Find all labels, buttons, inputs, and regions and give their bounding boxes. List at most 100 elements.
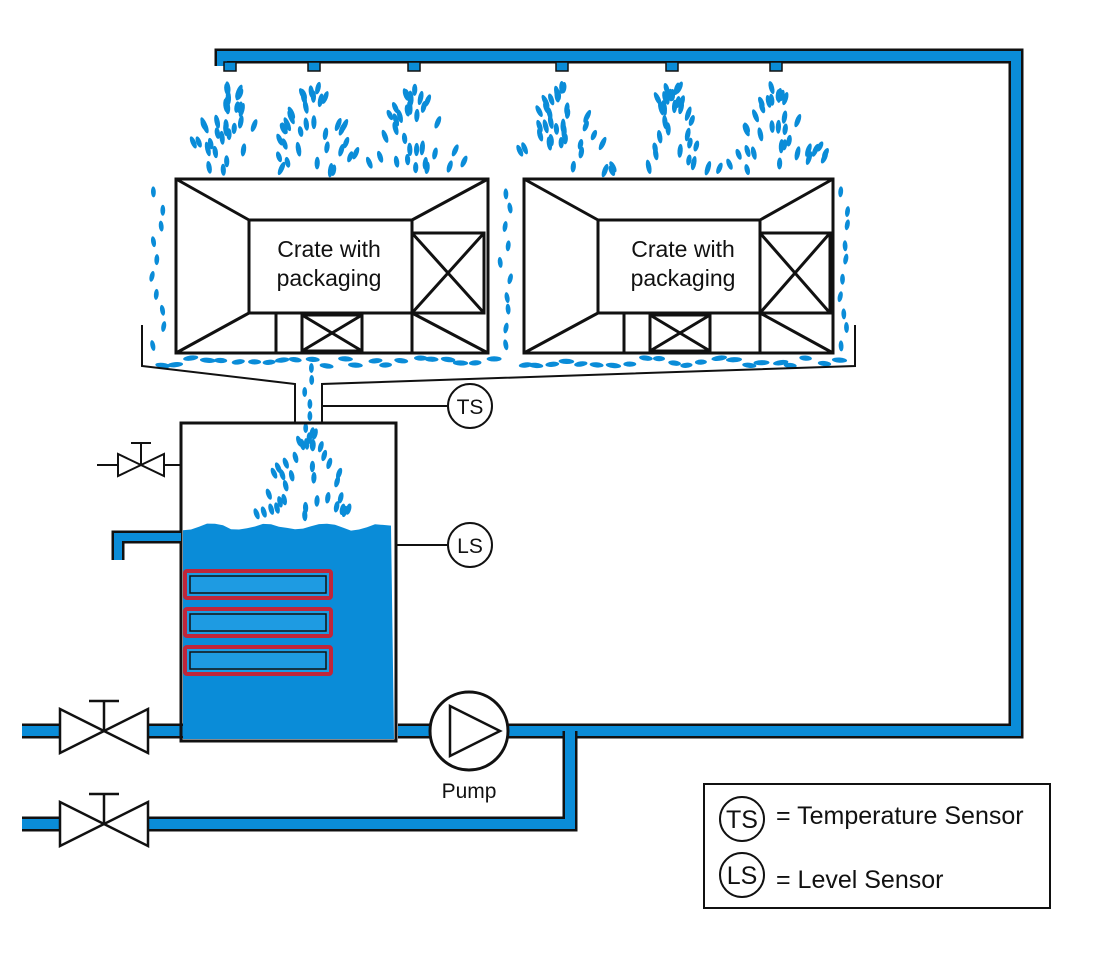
- water-droplet: [716, 162, 723, 174]
- water-droplet: [309, 460, 316, 473]
- temperature-sensor-label: TS: [457, 396, 484, 419]
- temperature-sensor: [322, 383, 493, 429]
- water-droplet: [794, 113, 802, 128]
- water-droplet: [432, 147, 438, 160]
- water-droplet: [653, 355, 665, 362]
- water-droplet: [543, 102, 550, 114]
- water-droplet: [149, 271, 155, 282]
- water-droplet: [404, 153, 411, 166]
- water-droplet: [276, 133, 284, 146]
- water-droplet: [183, 355, 199, 361]
- water-droplet: [440, 356, 456, 363]
- water-droplet: [805, 151, 813, 165]
- water-droplet: [160, 204, 166, 216]
- water-droplet: [158, 220, 164, 232]
- water-droplet: [843, 253, 849, 265]
- water-droplet: [407, 91, 414, 107]
- water-droplet: [845, 206, 850, 218]
- water-droplet: [283, 117, 292, 132]
- water-droplet: [424, 356, 439, 362]
- water-droplet: [368, 358, 383, 364]
- water-droplet: [693, 140, 700, 152]
- water-droplet: [337, 492, 344, 504]
- drain-valve-upper[interactable]: [58, 699, 150, 756]
- level-sensor: [396, 522, 493, 568]
- water-droplet: [601, 163, 609, 178]
- drain-valve-lower[interactable]: [58, 792, 150, 849]
- spray-nozzle-3: [407, 61, 421, 72]
- water-droplet: [300, 88, 307, 100]
- water-droplet: [262, 359, 276, 365]
- water-droplet: [319, 363, 334, 369]
- water-droplet: [583, 109, 592, 123]
- water-droplet: [223, 98, 229, 113]
- vent-valve[interactable]: [97, 442, 181, 478]
- water-droplet: [750, 146, 757, 160]
- water-droplet: [392, 113, 400, 127]
- water-droplet: [309, 375, 315, 385]
- water-droplet: [214, 357, 228, 364]
- water-droplet: [820, 151, 828, 164]
- water-droplet: [504, 292, 510, 304]
- heater-coil-3: [183, 645, 333, 676]
- water-droplet: [781, 110, 788, 124]
- water-droplet: [214, 114, 221, 129]
- water-droplet: [711, 355, 727, 361]
- water-droplet: [661, 101, 667, 116]
- water-droplet: [325, 492, 331, 504]
- water-droplet: [391, 102, 399, 114]
- water-droplet: [315, 81, 321, 95]
- water-droplet: [503, 339, 509, 351]
- water-droplet: [311, 472, 317, 484]
- water-droplet: [248, 359, 262, 365]
- water-droplet: [664, 91, 670, 105]
- water-droplet: [564, 102, 570, 116]
- water-droplet: [726, 357, 742, 363]
- water-droplet: [527, 362, 544, 369]
- legend-ts-text: = Temperature Sensor: [776, 802, 1024, 830]
- water-droplet: [321, 91, 329, 104]
- water-droplet: [686, 154, 692, 166]
- water-droplet: [656, 129, 663, 144]
- water-droplet: [775, 119, 782, 134]
- water-droplet: [236, 88, 244, 100]
- water-droplet: [281, 493, 287, 506]
- water-droplet: [694, 359, 707, 365]
- water-droplet: [653, 147, 659, 161]
- water-droplet: [582, 120, 589, 132]
- heater-coil-1: [183, 569, 333, 600]
- water-droplet: [744, 164, 751, 176]
- water-droplet: [684, 106, 692, 121]
- water-droplet: [704, 161, 712, 176]
- water-droplet: [309, 363, 314, 373]
- water-droplet: [553, 123, 560, 135]
- water-droplet: [536, 119, 543, 133]
- water-droplet: [324, 141, 330, 154]
- crate-2-label-line2: packaging: [631, 265, 736, 291]
- legend-box: [703, 783, 1051, 909]
- water-droplet: [776, 157, 783, 170]
- water-droplet: [150, 236, 157, 248]
- water-droplet: [292, 451, 299, 464]
- water-droplet: [279, 469, 286, 481]
- water-droplet: [662, 114, 668, 130]
- water-droplet: [608, 165, 616, 176]
- water-droplet: [417, 90, 424, 106]
- water-droplet: [690, 156, 697, 171]
- water-droplet: [434, 116, 442, 129]
- water-droplet: [805, 143, 812, 157]
- water-droplet: [307, 411, 313, 421]
- water-droplet: [424, 161, 430, 174]
- spray-nozzle-2: [307, 61, 321, 72]
- water-droplet: [340, 119, 349, 133]
- water-droplet: [507, 202, 513, 214]
- water-droplet: [558, 137, 564, 149]
- water-droplet: [574, 361, 588, 367]
- crate-1: [174, 177, 490, 355]
- water-droplet: [282, 457, 289, 469]
- water-droplet: [413, 142, 420, 157]
- heater-coil-2: [183, 607, 333, 638]
- pump-arrow-icon: [448, 703, 503, 759]
- water-droplet: [288, 356, 302, 363]
